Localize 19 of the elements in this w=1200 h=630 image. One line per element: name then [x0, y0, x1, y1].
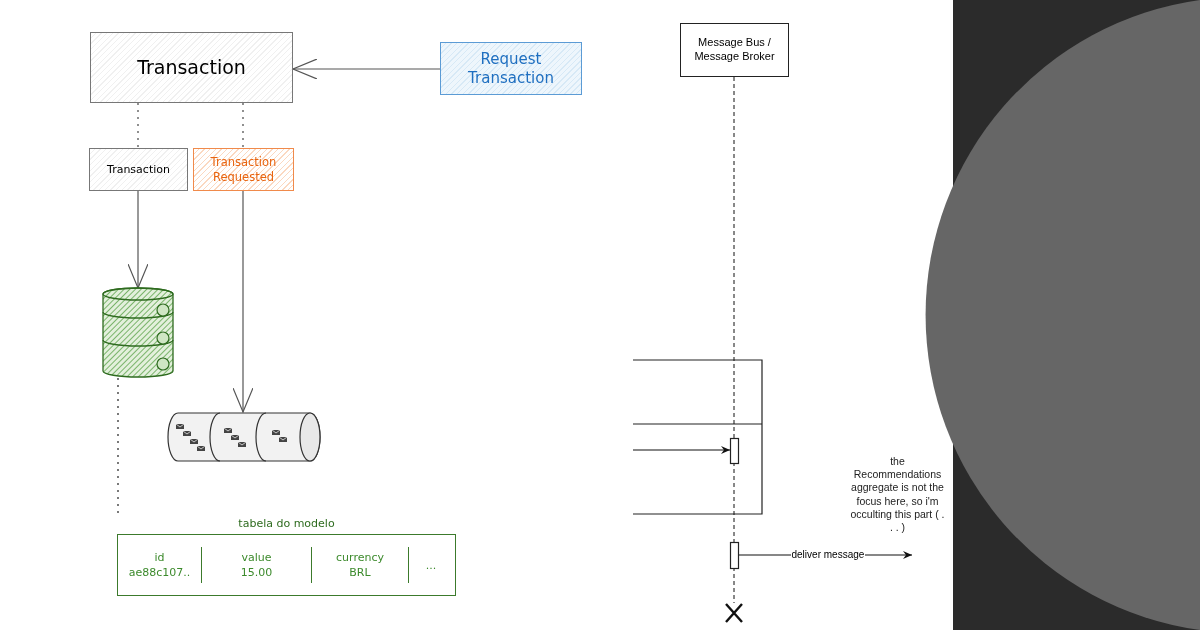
arrow	[127, 190, 149, 289]
connector-line	[137, 102, 139, 149]
entity-box: Transaction	[89, 148, 188, 191]
lifeline	[733, 76, 735, 604]
event-box: Transaction Requested	[193, 148, 294, 191]
arrow	[232, 190, 254, 413]
table-cell-text: ...	[424, 557, 438, 574]
arrow	[632, 446, 731, 454]
command-box: Request Transaction	[440, 42, 582, 95]
arrow	[292, 58, 441, 80]
lifeline-head-box: Message Bus / Message Broker	[680, 23, 789, 77]
table-cell: currency BRL	[312, 547, 409, 583]
note-text: the Recommendations aggregate is not the focus here, so i'm occulting this part ( . . . )	[850, 455, 945, 534]
table-cell: id ae88c107..	[118, 547, 202, 583]
table-title: tabela do modelo	[238, 516, 335, 532]
table-cell: value 15.00	[202, 547, 312, 583]
connector-line	[242, 102, 244, 149]
edge-label: deliver message	[790, 549, 866, 561]
entity-box: Transaction	[90, 32, 293, 103]
